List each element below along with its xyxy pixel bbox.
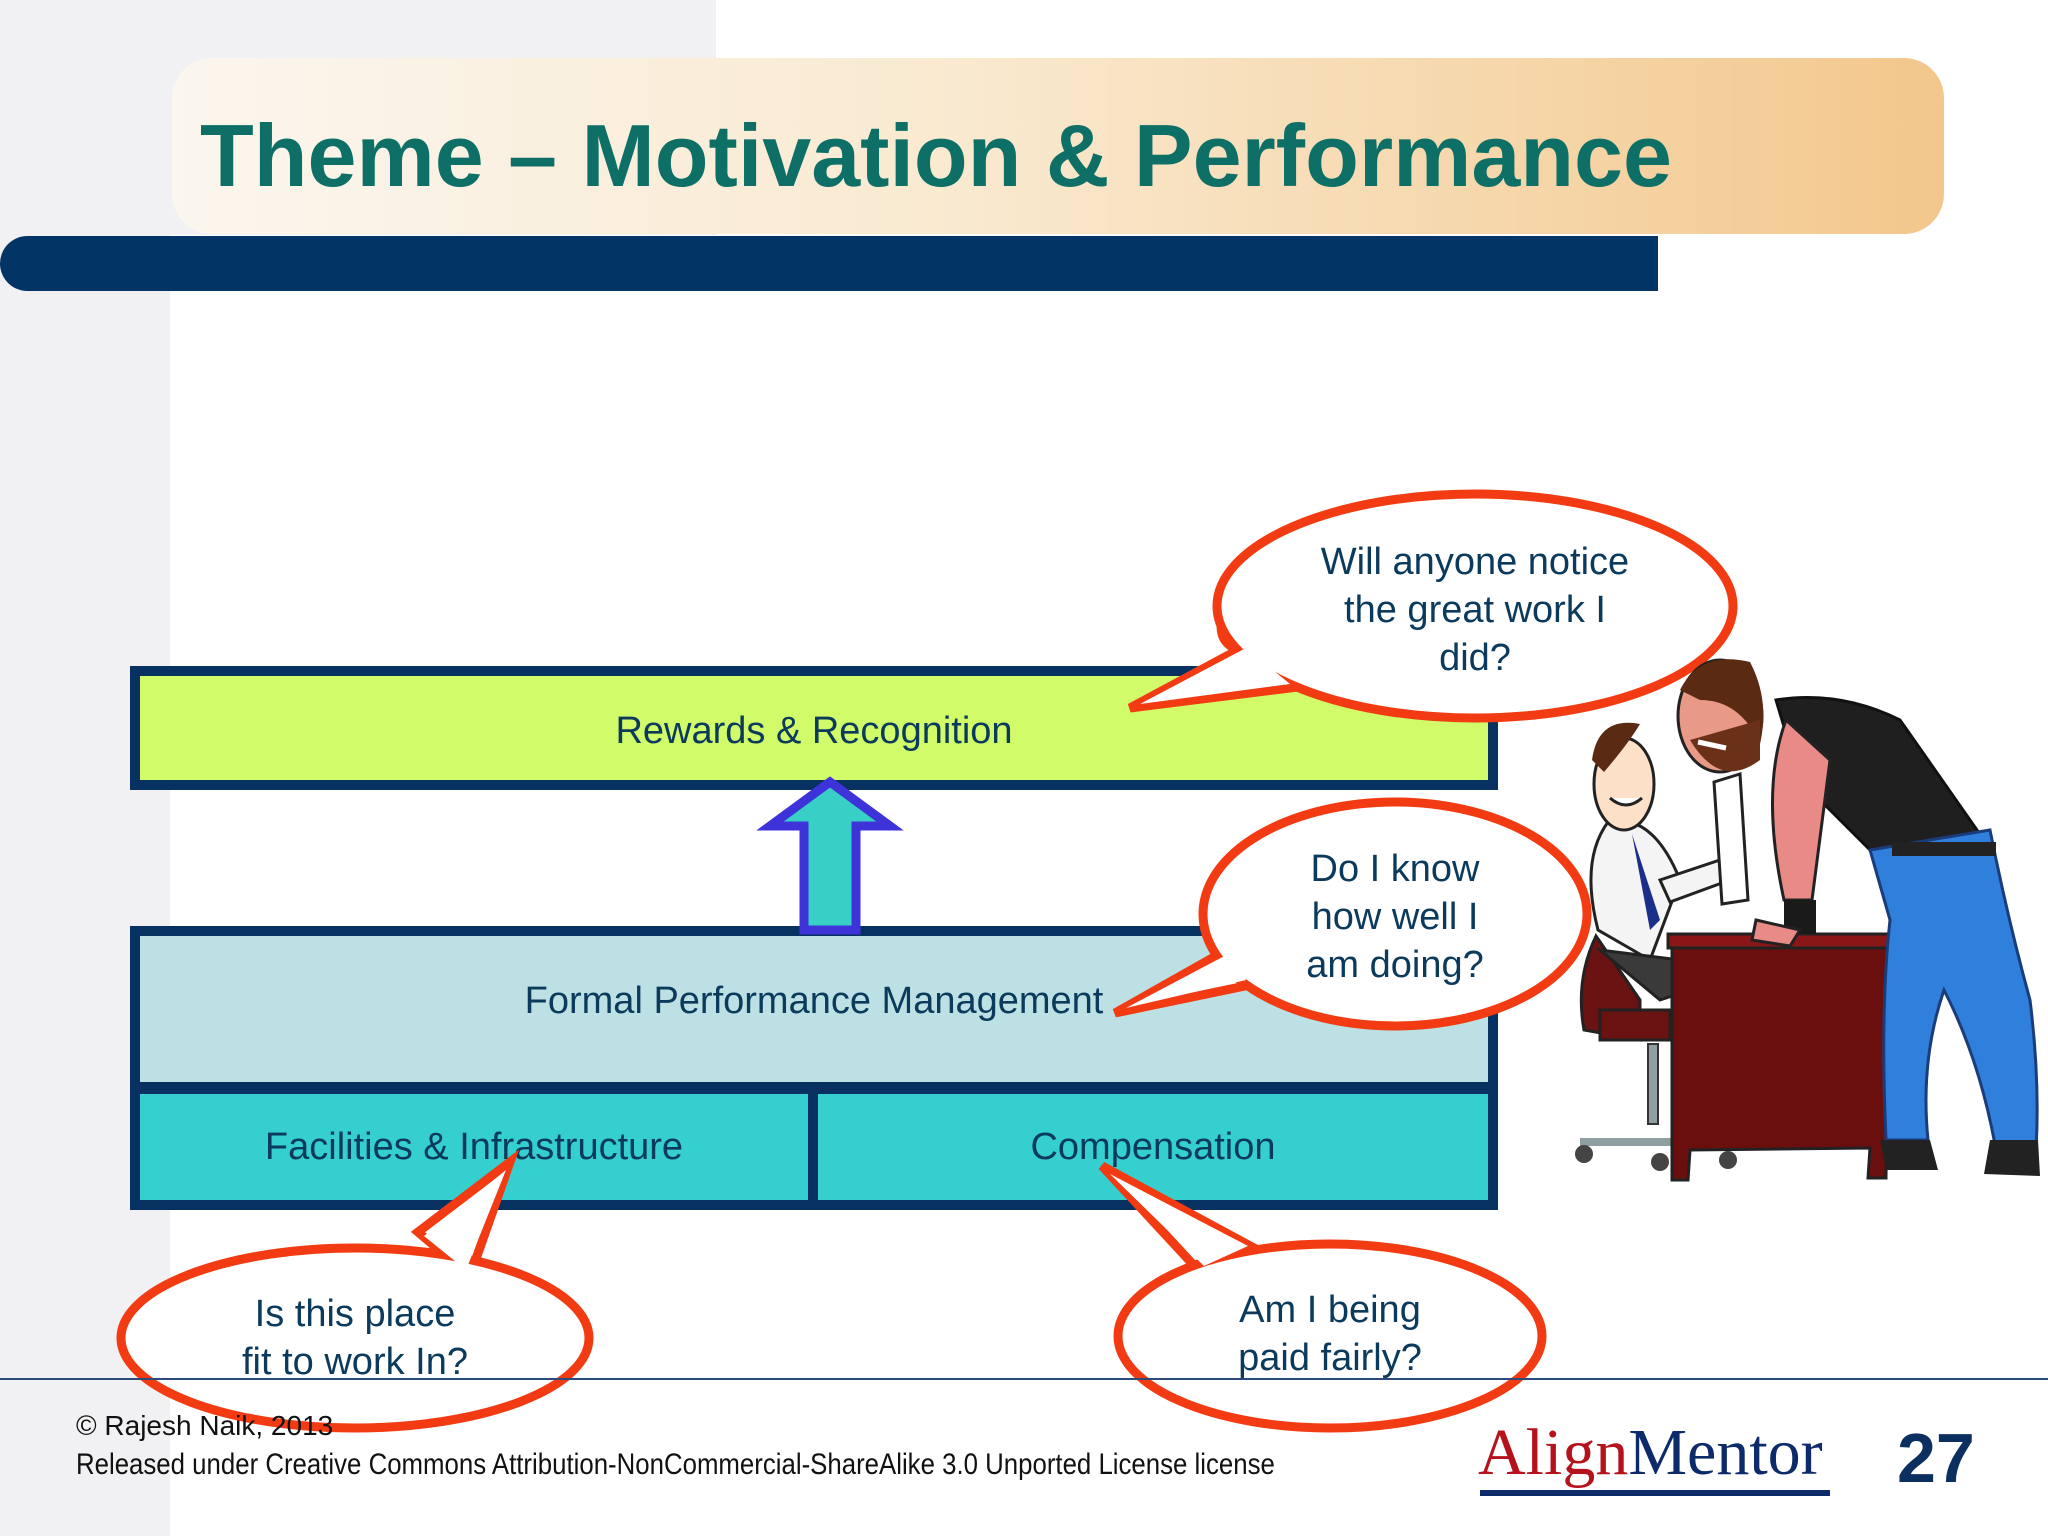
facilities-infrastructure-label: Facilities & Infrastructure bbox=[264, 1125, 684, 1168]
bubble-rewards-line-3: did? bbox=[1439, 637, 1511, 679]
bubble-rewards-line-2: the great work I bbox=[1344, 589, 1606, 631]
bubble-performance-line-2: how well I bbox=[1311, 896, 1479, 938]
speech-bubble-compensation bbox=[1098, 1162, 1547, 1433]
speech-bubble-facilities bbox=[116, 1149, 594, 1433]
angry-boss-and-employee-illustration bbox=[1575, 658, 2040, 1182]
formal-performance-management-label: Formal Performance Management bbox=[524, 979, 1104, 1022]
slide-number: 27 bbox=[1897, 1419, 1975, 1497]
bubble-text-compensation: Am I being paid fairly? bbox=[1180, 1286, 1480, 1382]
license-notice: Released under Creative Commons Attribut… bbox=[76, 1448, 1275, 1481]
bubble-compensation-line-1: Am I being bbox=[1239, 1289, 1421, 1331]
speech-bubble-performance bbox=[1112, 797, 1592, 1031]
bubble-facilities-line-2: fit to work In? bbox=[242, 1341, 468, 1383]
compensation-label: Compensation bbox=[1030, 1125, 1276, 1168]
bubble-facilities-line-1: Is this place bbox=[254, 1293, 456, 1335]
logo-underline bbox=[1480, 1490, 1830, 1496]
bubble-performance-line-3: am doing? bbox=[1306, 944, 1484, 986]
footer-divider bbox=[0, 1378, 2048, 1380]
speech-bubble-rewards bbox=[1127, 489, 1738, 723]
logo-text: AlignMentor bbox=[1478, 1418, 1823, 1488]
rewards-recognition-label: Rewards & Recognition bbox=[615, 709, 1013, 752]
bubble-rewards-line-1: Will anyone notice bbox=[1320, 541, 1630, 583]
copyright-notice: © Rajesh Naik, 2013 bbox=[76, 1410, 334, 1441]
up-arrow-icon bbox=[756, 776, 904, 935]
bubble-performance-line-1: Do I know bbox=[1310, 848, 1480, 890]
logo-text-mentor: Mentor bbox=[1628, 1416, 1823, 1489]
bubble-text-facilities: Is this place fit to work In? bbox=[200, 1290, 510, 1386]
title-underline-bar bbox=[0, 236, 1658, 291]
title-banner bbox=[172, 58, 1944, 234]
bubble-text-performance: Do I know how well I am doing? bbox=[1250, 845, 1540, 989]
logo-text-align: Align bbox=[1478, 1416, 1629, 1489]
bubble-text-rewards: Will anyone notice the great work I did? bbox=[1290, 538, 1660, 682]
bubble-compensation-line-2: paid fairly? bbox=[1238, 1337, 1422, 1379]
slide-title: Theme – Motivation & Performance bbox=[200, 106, 1672, 205]
alignmentor-logo: AlignMentor bbox=[1478, 1418, 1838, 1502]
rewards-recognition-box: Rewards & Recognition bbox=[130, 666, 1498, 790]
